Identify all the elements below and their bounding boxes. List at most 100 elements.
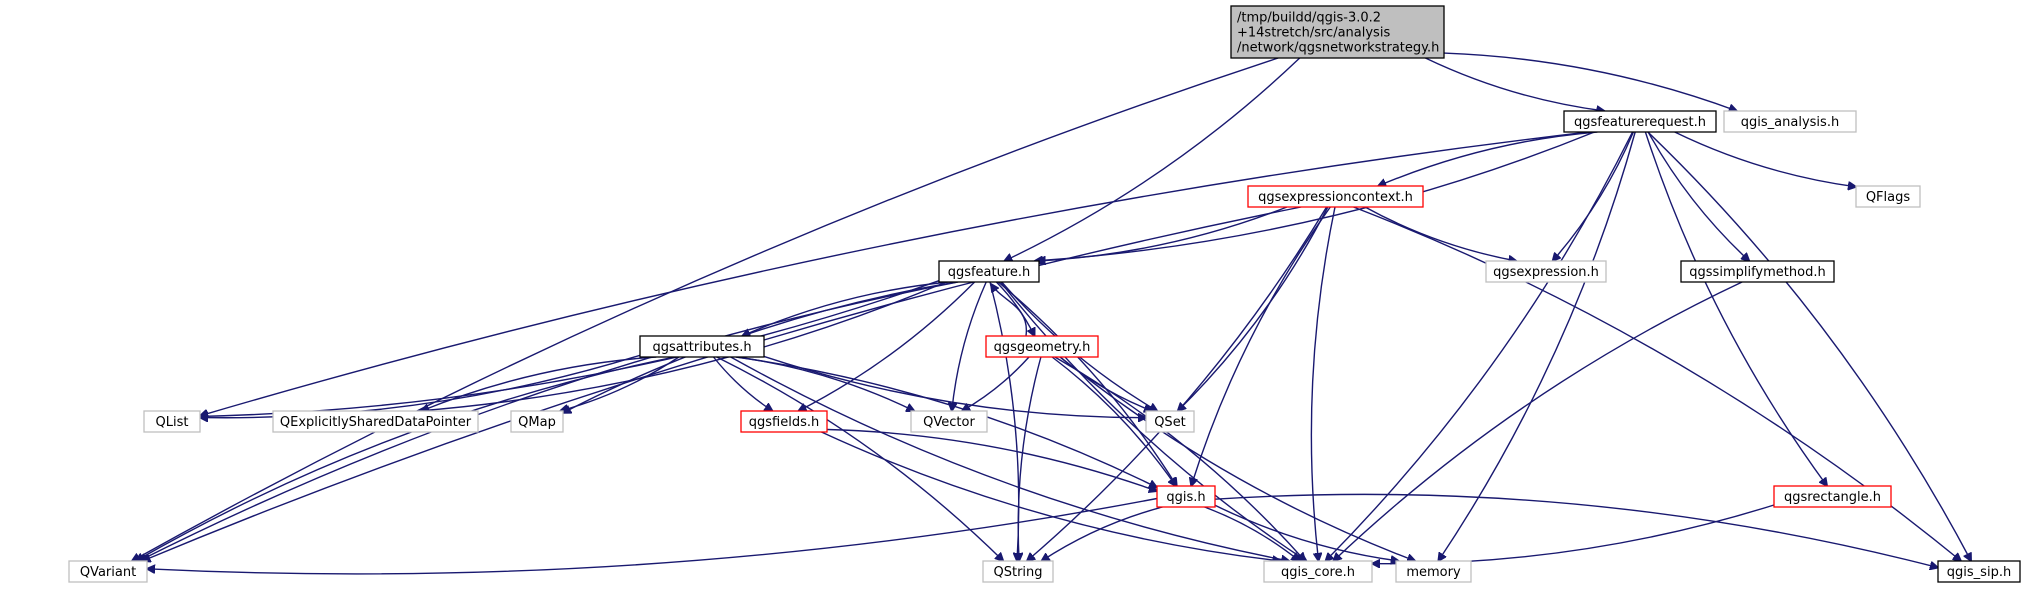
edge-qgsfeaturerequest-to-qlist	[200, 131, 1589, 416]
edge-qgsgeometry-to-qgis	[1051, 356, 1176, 486]
node-label: QFlags	[1866, 190, 1911, 205]
node-qgsfeaturerequest[interactable]: qgsfeaturerequest.h	[1563, 110, 1717, 133]
node-qset[interactable]: QSet	[1145, 410, 1195, 433]
edge-qgsfeature-to-qgsattributes	[742, 281, 949, 336]
node-qvariant[interactable]: QVariant	[68, 560, 148, 583]
node-box	[1723, 110, 1857, 133]
edge-qgsfeature-to-qgsfields	[798, 281, 976, 411]
edge-qgsexpressioncontext-to-qgsexpression	[1364, 206, 1517, 261]
node-label: qgis_sip.h	[1947, 565, 2011, 580]
node-label: QVariant	[80, 565, 136, 580]
node-qgsattributes[interactable]: qgsattributes.h	[639, 335, 765, 358]
node-label: +14stretch/src/analysis	[1237, 26, 1390, 41]
edge-qgis-to-qgis_sip	[1214, 493, 1938, 567]
node-box	[1563, 110, 1717, 133]
node-box	[68, 560, 148, 583]
node-qgsfeature[interactable]: qgsfeature.h	[938, 260, 1040, 283]
node-box	[1156, 485, 1216, 508]
edge-qgsfeaturerequest-to-qgsexpression	[1553, 131, 1635, 261]
node-label: QSet	[1154, 415, 1186, 430]
node-box	[1230, 5, 1445, 59]
node-label: qgsfeaturerequest.h	[1574, 115, 1706, 130]
node-label: /tmp/buildd/qgis-3.0.2	[1237, 11, 1381, 26]
edge-qgsattributes-to-qstring	[716, 356, 1004, 561]
edge-qgsrectangle-to-qgis_core	[1372, 504, 1775, 564]
node-qstring[interactable]: QString	[982, 560, 1054, 583]
node-label: /network/qgsnetworkstrategy.h	[1237, 41, 1439, 56]
edge-qgsfeaturerequest-to-memory	[1438, 131, 1636, 561]
edge-qgsexpressioncontext-to-qgsfeature	[1038, 206, 1288, 261]
node-qgssimplifymethod[interactable]: qgssimplifymethod.h	[1680, 260, 1835, 283]
edge-qgsfields-to-qgis_core	[821, 431, 1280, 561]
node-memory[interactable]: memory	[1395, 560, 1472, 583]
node-label: qgsfeature.h	[948, 265, 1031, 280]
node-box	[1773, 485, 1892, 508]
edge-root-to-qvariant	[132, 57, 1279, 561]
edge-qgssimplifymethod-to-qgis_core	[1333, 281, 1743, 561]
node-qgsfields[interactable]: qgsfields.h	[740, 410, 828, 433]
node-label: memory	[1406, 565, 1461, 580]
node-box	[1263, 560, 1373, 583]
node-qgsgeometry[interactable]: qgsgeometry.h	[985, 335, 1099, 358]
edge-qgsfeaturerequest-to-qgis_sip	[1647, 131, 1971, 561]
node-label: qgsexpression.h	[1493, 265, 1599, 280]
node-box	[1937, 560, 2021, 583]
node-label: qgsfields.h	[749, 415, 819, 430]
edge-qgsgeometry-to-qvector	[962, 356, 1030, 411]
node-label: qgis_core.h	[1281, 565, 1355, 580]
edge-qgsgeometry-to-memory	[1059, 356, 1415, 561]
edge-root-to-qgis_analysis	[1443, 52, 1737, 111]
node-qvector[interactable]: QVector	[910, 410, 988, 433]
node-label: qgsgeometry.h	[994, 340, 1091, 355]
edge-qgsexpressioncontext-to-qstring	[1027, 206, 1328, 561]
node-box	[1855, 185, 1921, 208]
edge-qgis-to-qgis_core	[1204, 506, 1300, 561]
edge-qgsfeaturerequest-to-qgis_core	[1326, 131, 1634, 561]
edge-qgsgeometry-to-qstring	[1018, 356, 1042, 561]
edge-qgsfeaturerequest-to-qflags	[1674, 131, 1856, 187]
node-box	[740, 410, 828, 433]
edge-qgsgeometry-to-qgis_core	[1054, 356, 1305, 561]
node-label: qgssimplifymethod.h	[1689, 265, 1825, 280]
node-qgis[interactable]: qgis.h	[1156, 485, 1216, 508]
node-label: QVector	[923, 415, 975, 430]
edge-qgis-to-memory	[1214, 504, 1399, 561]
node-qgis_core[interactable]: qgis_core.h	[1263, 560, 1373, 583]
edge-qgsfields-to-qgis	[826, 428, 1157, 492]
node-label: QList	[156, 415, 189, 430]
edge-qgsfeature-to-qvector	[952, 281, 987, 411]
node-label: qgis_analysis.h	[1741, 115, 1839, 130]
node-root[interactable]: /tmp/buildd/qgis-3.0.2+14stretch/src/ana…	[1230, 5, 1445, 59]
node-qexplicitly[interactable]: QExplicitlySharedDataPointer	[272, 410, 479, 433]
node-qlist[interactable]: QList	[143, 410, 201, 433]
node-label: qgsexpressioncontext.h	[1258, 190, 1413, 205]
node-qgsrectangle[interactable]: qgsrectangle.h	[1773, 485, 1892, 508]
node-label: qgsattributes.h	[652, 340, 751, 355]
edge-qgsattributes-to-qmap	[560, 356, 680, 411]
edge-qgsexpressioncontext-to-qset	[1178, 206, 1329, 411]
edge-root-to-qgsfeature	[1004, 57, 1301, 261]
node-qflags[interactable]: QFlags	[1855, 185, 1921, 208]
edge-qgsexpressioncontext-to-qgis	[1191, 206, 1331, 486]
node-box	[1395, 560, 1472, 583]
node-qgis_analysis[interactable]: qgis_analysis.h	[1723, 110, 1857, 133]
edge-qgsgeometry-to-qgsfeature	[991, 284, 1027, 337]
edge-qgsfeaturerequest-to-qgsexpressioncontext	[1378, 131, 1598, 186]
edge-qgsattributes-to-qgsfields	[712, 356, 773, 411]
node-label: qgsrectangle.h	[1784, 490, 1881, 505]
node-qgis_sip[interactable]: qgis_sip.h	[1937, 560, 2021, 583]
node-box	[143, 410, 201, 433]
edge-qgis-to-qvariant	[147, 497, 1158, 575]
node-box	[985, 335, 1099, 358]
node-label: qgis.h	[1166, 490, 1205, 505]
edge-qgsexpressioncontext-to-qgis_sip	[1353, 206, 1962, 561]
node-qgsexpression[interactable]: qgsexpression.h	[1485, 260, 1607, 283]
node-qgsexpressioncontext[interactable]: qgsexpressioncontext.h	[1247, 185, 1424, 208]
edge-qgsattributes-to-qvariant	[136, 356, 675, 561]
node-qmap[interactable]: QMap	[510, 410, 564, 433]
edge-qgsfeature-to-qlist	[200, 280, 940, 417]
node-box	[1680, 260, 1835, 283]
edge-qgsfeature-to-qgis_core	[999, 281, 1307, 561]
edge-qgsfeature-to-qgis	[997, 281, 1177, 486]
